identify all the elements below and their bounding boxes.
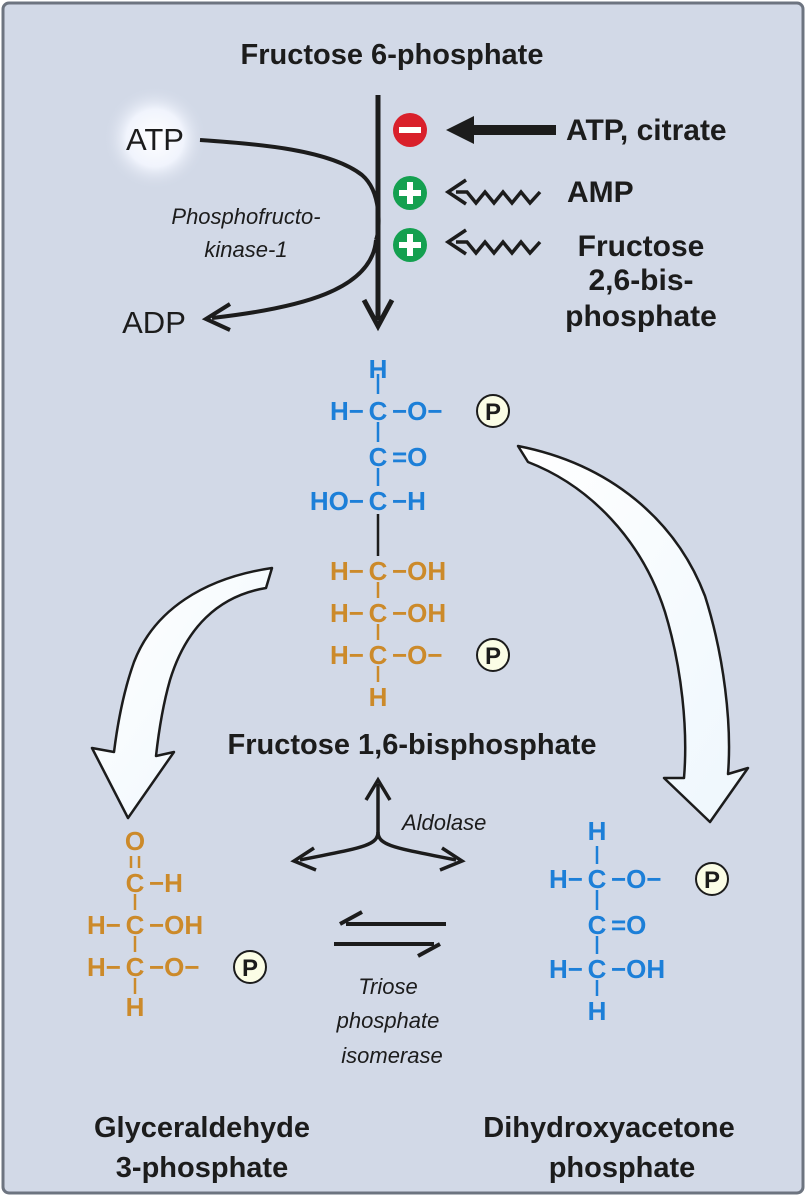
gap-name-line1: Glyceraldehyde: [94, 1112, 310, 1144]
phosphate-icon: P: [476, 394, 510, 428]
dhap-row-2-center: C: [588, 864, 607, 894]
regulator-f26bp-line2: 2,6-bis-: [588, 264, 693, 297]
phosphate-icon: P: [695, 862, 729, 896]
inhibitor-arrow-straight: [446, 116, 556, 144]
dhap-name-line1: Dihydroxyacetone: [483, 1112, 734, 1144]
svg-text:P: P: [485, 399, 501, 426]
adp-release-arrowhead: [201, 302, 232, 332]
regulator-f26bp-line3: phosphate: [565, 300, 717, 333]
f16bp-row-5-right: −OH: [392, 556, 446, 586]
isomerase-line3: isomerase: [341, 1043, 442, 1068]
gap-row-4-right: −O−: [149, 952, 200, 982]
substrate-fructose-6-phosphate: Fructose 6-phosphate: [241, 39, 544, 71]
gap-row-2-center: C: [126, 868, 145, 898]
dhap-structure: H H− C −O− C =O H− C −OH H P: [549, 816, 729, 1026]
f16bp-row-4-left: HO−: [310, 486, 364, 516]
atp-label: ATP: [126, 122, 184, 157]
regulator-f26bp-line1: Fructose: [578, 230, 705, 263]
atp-glow: [103, 86, 207, 190]
glyceraldehyde-3-phosphate-structure: O C −H H− C −OH H− C −O− H P: [87, 826, 267, 1022]
enzyme-pfk1-line1: Phosphofructo-: [171, 204, 320, 229]
dhap-name-line2: phosphate: [549, 1152, 696, 1184]
gap-row-1-center: O: [125, 826, 145, 856]
pfk-reaction-arrowhead: [361, 298, 395, 332]
product-fructose-1-6-bisphosphate: Fructose 1,6-bisphosphate: [227, 729, 596, 761]
aldolase-split-arrows: [290, 776, 466, 872]
adp-label: ADP: [122, 305, 186, 340]
fructose-bisphosphate-structure: H H− C −O− C =O HO− C −H H− C −OH H− C −…: [310, 354, 510, 712]
f16bp-row-4-center: C: [369, 486, 388, 516]
inhibitor-badge: [393, 113, 427, 147]
isomerase-line2: phosphate: [336, 1008, 440, 1033]
gap-row-4-left: H−: [87, 952, 121, 982]
dhap-row-5-center: H: [588, 996, 607, 1026]
f16bp-row-8-center: H: [369, 682, 388, 712]
activator-arrow-wavy-amp: [444, 178, 542, 206]
dhap-row-2-left: H−: [549, 864, 583, 894]
activator-badge-f26bp: [393, 228, 427, 262]
f16bp-row-7-right: −O−: [392, 640, 443, 670]
gap-row-5-center: H: [126, 992, 145, 1022]
aldolase-label: Aldolase: [400, 810, 486, 835]
f16bp-row-3-center: C: [369, 442, 388, 472]
f16bp-row-2-left: H−: [330, 396, 364, 426]
f16bp-row-6-right: −OH: [392, 598, 446, 628]
isomerase-line1: Triose: [358, 974, 418, 999]
gap-row-4-center: C: [126, 952, 145, 982]
activator-badge-amp: [393, 176, 427, 210]
dhap-row-4-right: −OH: [611, 954, 665, 984]
flow-arrow-right: [516, 444, 750, 824]
gap-row-3-right: −OH: [149, 910, 203, 940]
f16bp-row-7-left: H−: [330, 640, 364, 670]
svg-text:P: P: [704, 867, 720, 894]
f16bp-row-2-center: C: [369, 396, 388, 426]
enzyme-pfk1-line2: kinase-1: [204, 237, 287, 262]
gap-row-3-left: H−: [87, 910, 121, 940]
f16bp-row-6-left: H−: [330, 598, 364, 628]
f16bp-row-1-center: H: [369, 354, 388, 384]
dhap-row-3-right: =O: [611, 910, 646, 940]
f16bp-row-4-right: −H: [392, 486, 426, 516]
f16bp-row-6-center: C: [369, 598, 388, 628]
isomerase-equilibrium-arrows: [334, 910, 446, 958]
dhap-row-3-center: C: [588, 910, 607, 940]
gap-row-3-center: C: [126, 910, 145, 940]
regulator-amp: AMP: [567, 176, 634, 209]
dhap-row-4-center: C: [588, 954, 607, 984]
f16bp-row-3-right: =O: [392, 442, 427, 472]
f16bp-row-5-left: H−: [330, 556, 364, 586]
gap-row-2-right: −H: [149, 868, 183, 898]
regulator-atp-citrate: ATP, citrate: [566, 114, 727, 147]
phosphate-icon: P: [476, 638, 510, 672]
activator-arrow-wavy-f26bp: [444, 228, 542, 256]
dhap-row-4-left: H−: [549, 954, 583, 984]
flow-arrow-left: [90, 566, 274, 820]
phosphate-icon: P: [233, 950, 267, 984]
dhap-row-1-center: H: [588, 816, 607, 846]
gap-name-line2: 3-phosphate: [116, 1152, 288, 1184]
dhap-row-2-right: −O−: [611, 864, 662, 894]
f16bp-row-5-center: C: [369, 556, 388, 586]
svg-text:P: P: [242, 955, 258, 982]
f16bp-row-2-right: −O−: [392, 396, 443, 426]
svg-text:P: P: [485, 643, 501, 670]
f16bp-row-7-center: C: [369, 640, 388, 670]
adp-release-curve: [211, 239, 378, 320]
atp-consumption-curve: [199, 138, 381, 241]
